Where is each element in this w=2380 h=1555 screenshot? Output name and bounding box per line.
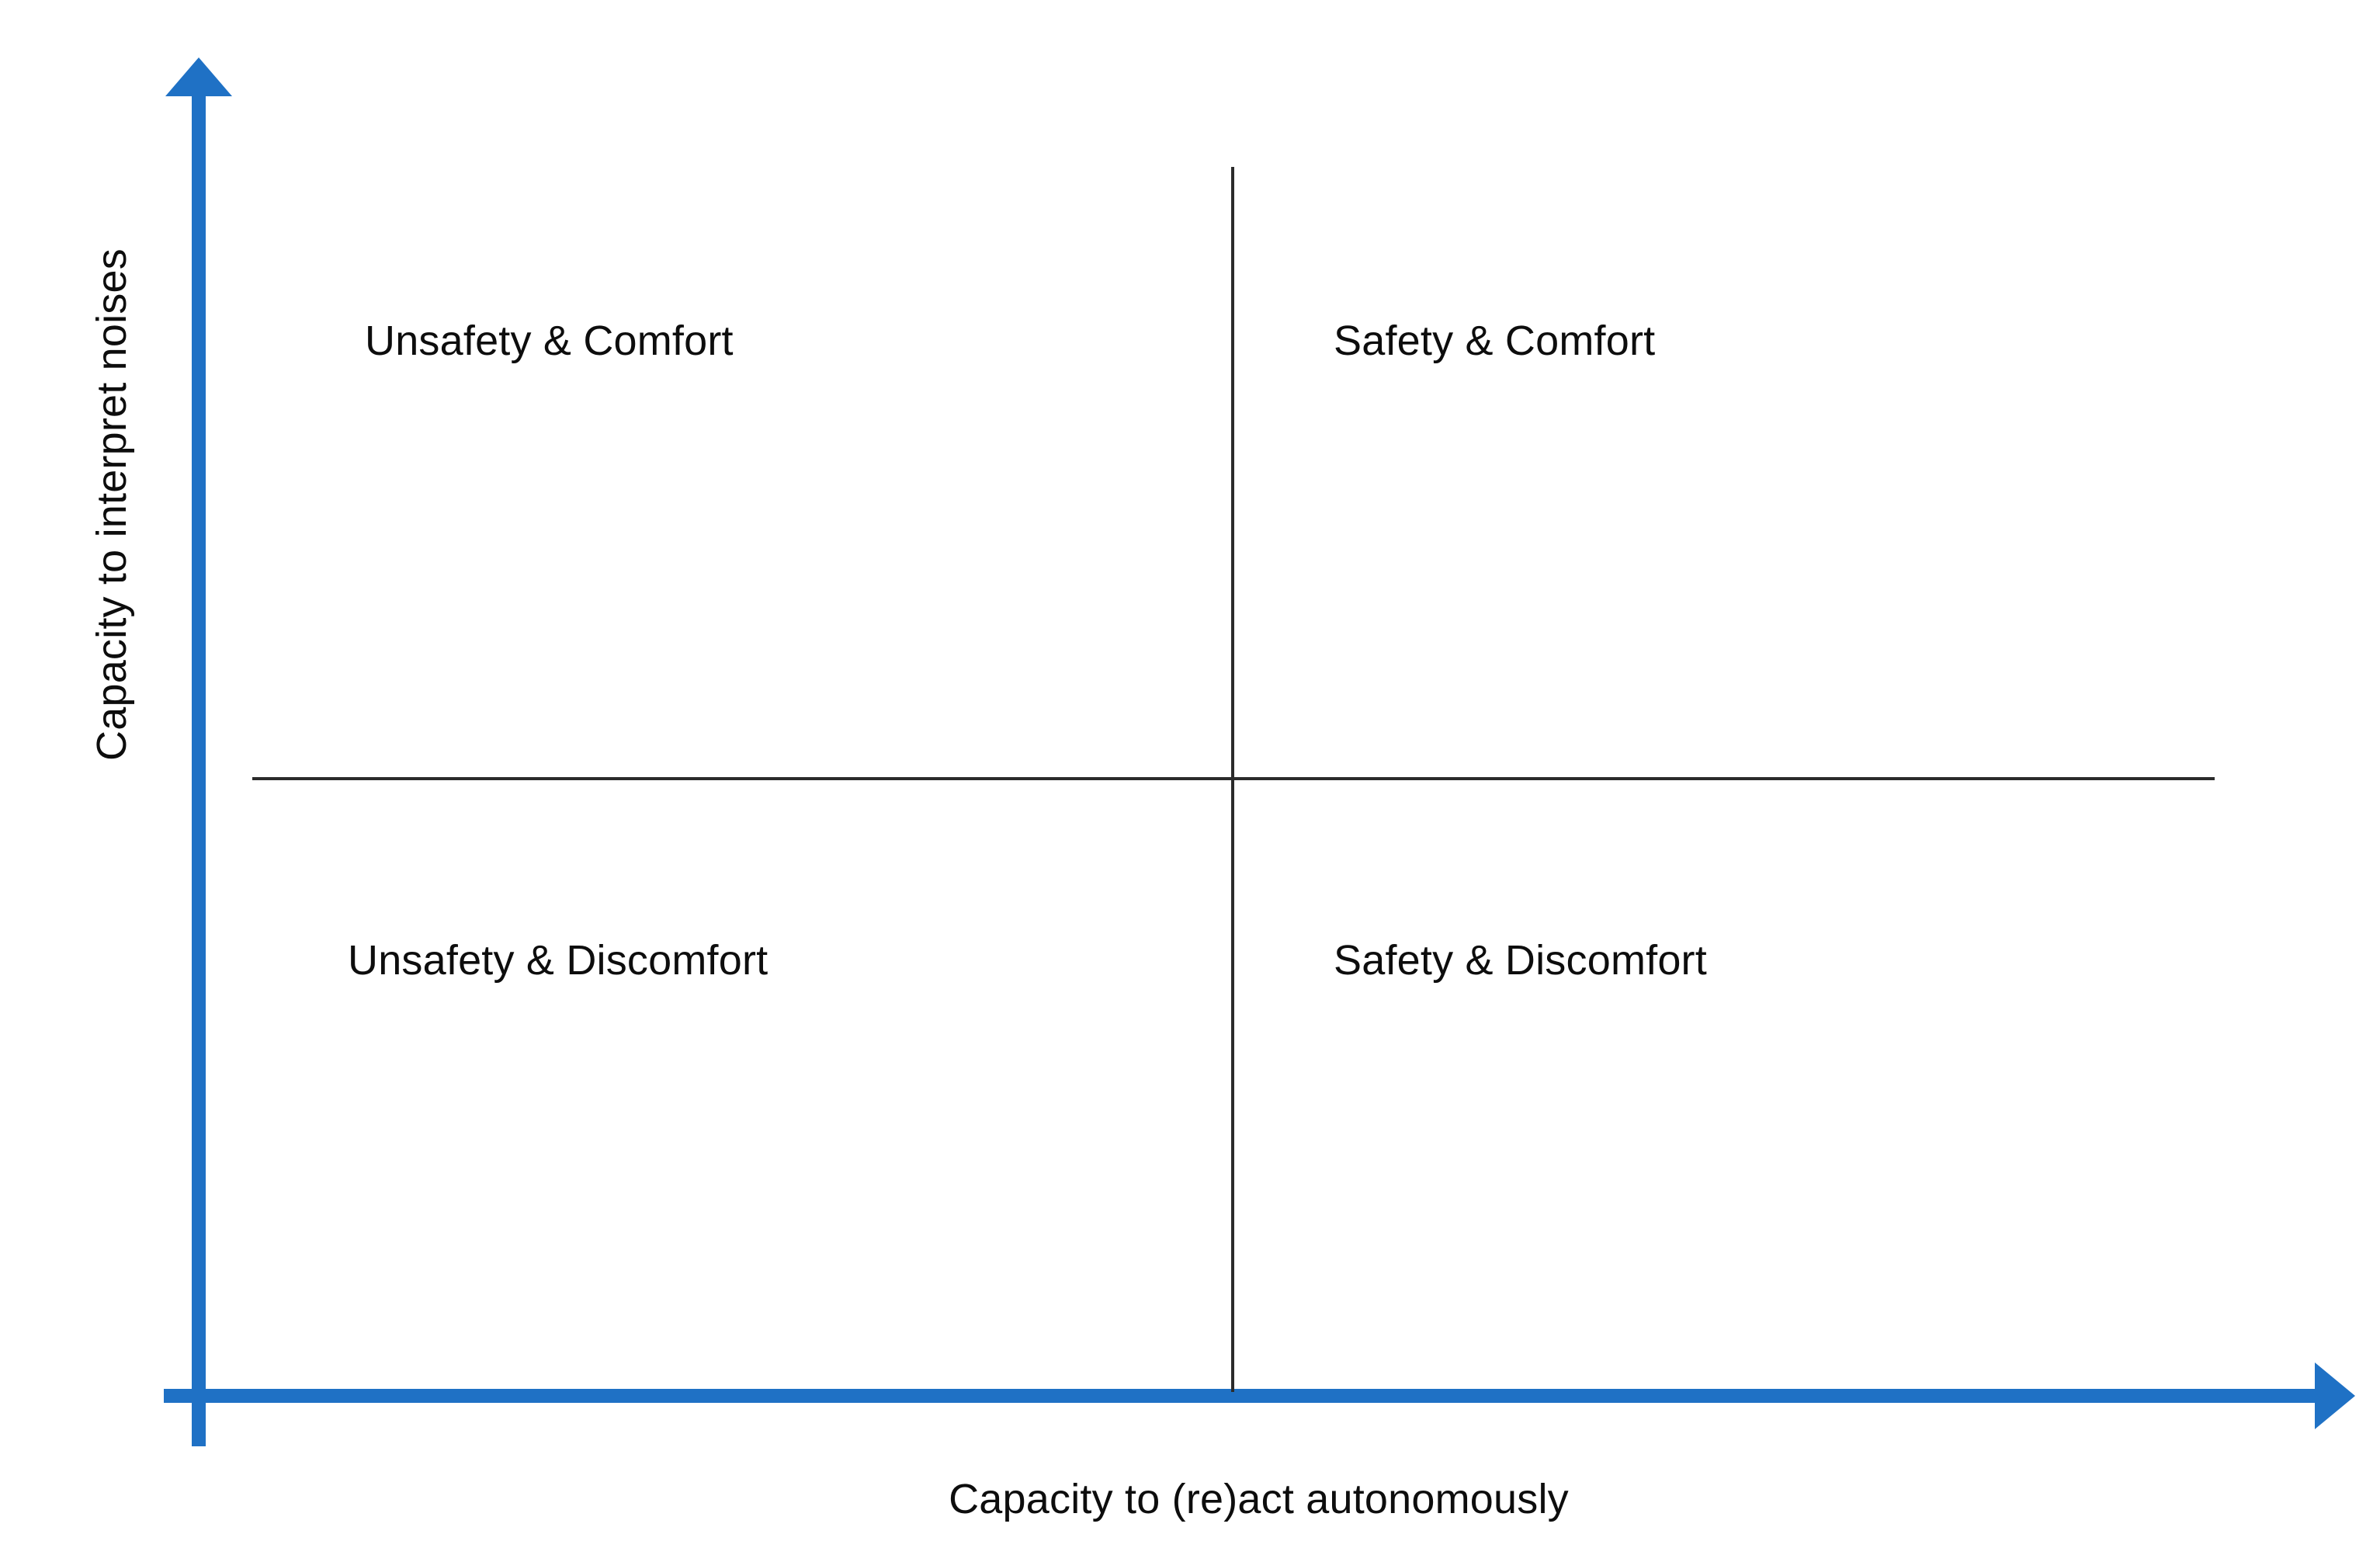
- x-axis-shaft: [164, 1389, 2318, 1403]
- y-axis-shaft: [192, 92, 206, 1446]
- quadrant-label-top-right: Safety & Comfort: [1334, 318, 1656, 364]
- x-axis-title: Capacity to (re)act autonomously: [949, 1476, 1569, 1522]
- x-axis-arrowhead: [2315, 1362, 2355, 1429]
- quadrant-label-bottom-right: Safety & Discomfort: [1334, 937, 1707, 984]
- quadrant-label-bottom-left: Unsafety & Discomfort: [348, 937, 768, 984]
- y-axis-title: Capacity to interpret noises: [88, 248, 135, 761]
- quadrant-label-top-left: Unsafety & Comfort: [365, 318, 734, 364]
- quadrant-divider-horizontal: [252, 777, 2215, 780]
- y-axis-arrowhead: [165, 57, 232, 96]
